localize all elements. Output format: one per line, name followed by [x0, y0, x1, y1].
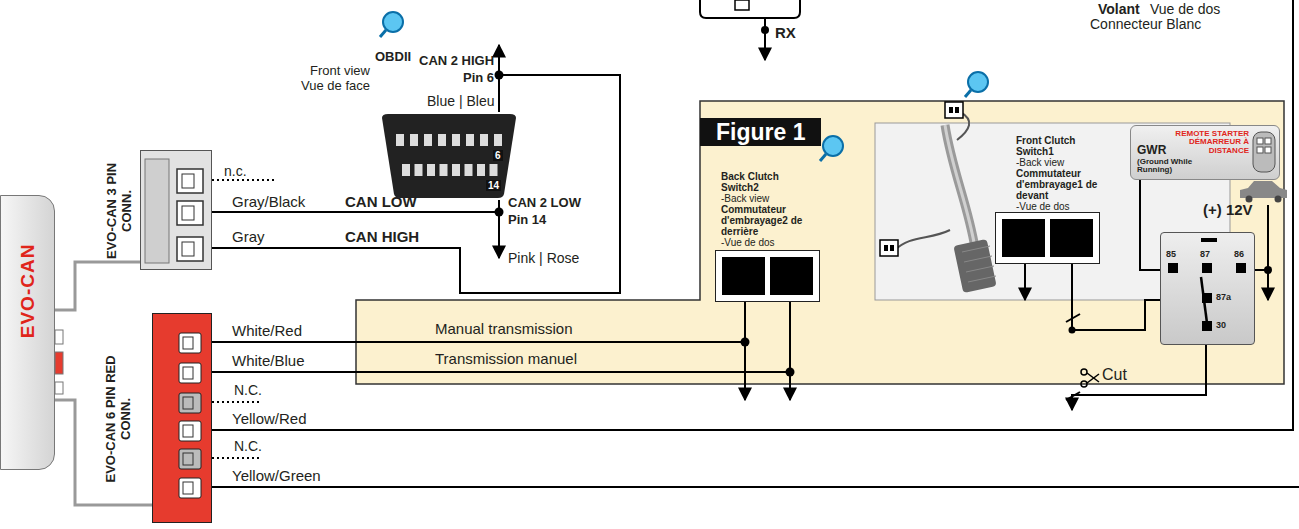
wire-color: Gray/Black: [232, 193, 305, 210]
part-name: Connecteur Blanc: [1090, 16, 1201, 32]
node-label: Front Clutch Switch1: [1016, 135, 1108, 157]
pin-number: 14: [486, 180, 501, 191]
cut-note: Cut: [1102, 366, 1127, 384]
wire-color: Pink | Rose: [508, 250, 579, 266]
node-label: 87: [1200, 249, 1210, 259]
pin-note: N.C.: [234, 438, 262, 454]
clutch-switch-connector: Back Clutch Switch2-Back viewCommutateur…: [715, 250, 820, 302]
wire-color: Blue | Bleu: [427, 93, 494, 109]
remote-starter-box: REMOTE STARTER DÉMARREUR À DISTANCEGWR(G…: [1130, 125, 1280, 180]
node-label: EVO-CAN 3 PIN CONN.: [105, 152, 135, 270]
wire-function: Manual transmission: [435, 320, 573, 337]
node-label: Back Clutch Switch2: [721, 171, 819, 193]
pin-name: Pin 6: [463, 71, 494, 86]
node-label: 86: [1234, 249, 1244, 259]
pin-number: 6: [493, 150, 503, 161]
pin-name: Pin 14: [508, 213, 546, 228]
node-label: Commutateur d'embrayage2 de derrière: [721, 204, 819, 237]
wire-connector: [1140, 180, 1160, 270]
power-label: (+) 12V: [1203, 201, 1253, 218]
signal-name: CAN HIGH: [345, 228, 419, 245]
relay: 85 87 86 87a 30: [1160, 232, 1255, 345]
wire-color: White/Red: [232, 322, 302, 339]
pin-note: N.C.: [234, 382, 262, 398]
view-note: Vue de dos: [1150, 1, 1220, 17]
signal-name: CAN 2 HIGH: [419, 54, 494, 69]
node-label: -Back view: [1016, 157, 1108, 168]
connector-6-pin-red: EVO-CAN 6 PIN RED CONN.: [152, 313, 212, 523]
node-label: Front view Vue de face: [292, 64, 370, 94]
wire-color: Yellow/Green: [232, 467, 321, 484]
node-label: 30: [1216, 320, 1226, 330]
wire-connector: [55, 262, 140, 310]
node-label: -Vue de dos: [1016, 201, 1108, 212]
signal-name: CAN LOW: [345, 193, 417, 210]
node-label: GWR: [1137, 144, 1166, 158]
node-label: -Back view: [721, 193, 819, 204]
signal-name: RX: [775, 24, 796, 41]
wire-function: Transmission manuel: [435, 350, 577, 367]
wire-connector: [212, 302, 790, 372]
node-label: -Vue de dos: [721, 237, 819, 248]
node-label: (Ground While Running): [1137, 158, 1207, 175]
connector-3-pin: EVO-CAN 3 PIN CONN.: [140, 150, 212, 270]
node-label: REMOTE STARTER DÉMARREUR À DISTANCE: [1161, 130, 1249, 155]
pin-note: n.c.: [224, 163, 247, 179]
clutch-switch-connector: Front Clutch Switch1-Back viewCommutateu…: [995, 212, 1100, 264]
node-label: 87a: [1216, 292, 1231, 302]
part-name: Volant: [1098, 1, 1140, 17]
node-label: OBDII: [375, 50, 411, 65]
wire-connector: [212, 75, 620, 293]
wire-color: Yellow/Red: [232, 410, 307, 427]
wire-color: White/Blue: [232, 352, 305, 369]
wire-connector: [1072, 264, 1160, 330]
node-label: EVO-CAN 6 PIN RED CONN.: [104, 339, 134, 499]
node-label: 85: [1166, 249, 1176, 259]
node-label: Commutateur d'embrayage1 de devant: [1016, 168, 1108, 201]
signal-name: CAN 2 LOW: [508, 196, 581, 211]
wire-connector: [212, 302, 745, 342]
node-label: Figure 1: [700, 118, 821, 146]
node-label: EVO-CAN: [17, 226, 39, 356]
evo-can-module: EVO-CAN: [0, 195, 55, 470]
figure-panel: Figure 1Back Clutch Switch2-Back viewCom…: [355, 100, 1285, 385]
wire-color: Gray: [232, 228, 265, 245]
